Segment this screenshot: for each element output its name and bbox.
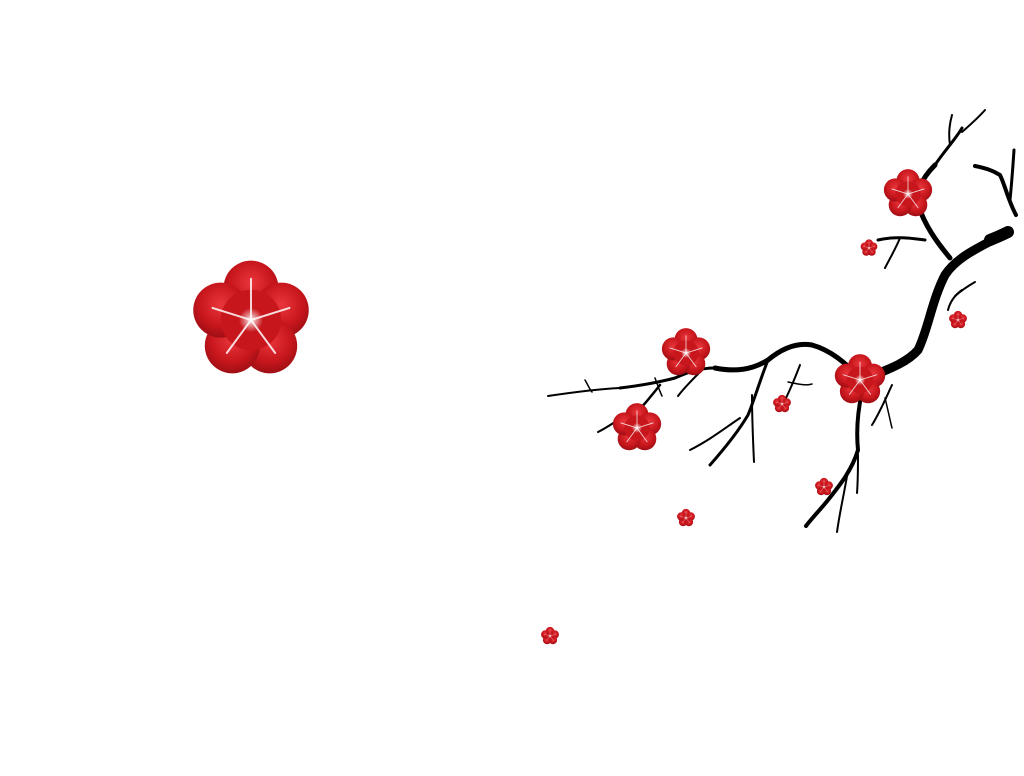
plum-blossom-icon <box>949 311 967 328</box>
plum-blossom-icon <box>773 395 791 412</box>
plum-blossom-icon <box>193 261 309 374</box>
plum-blossom-icon <box>541 627 559 644</box>
plum-branch-icon <box>547 109 1018 533</box>
plum-blossom-icon <box>815 478 833 495</box>
plum-blossom-icon <box>677 509 695 526</box>
plum-blossom-icon <box>861 239 878 255</box>
plum-blossom-icon <box>613 403 661 450</box>
plum-blossom-icon <box>662 328 710 375</box>
